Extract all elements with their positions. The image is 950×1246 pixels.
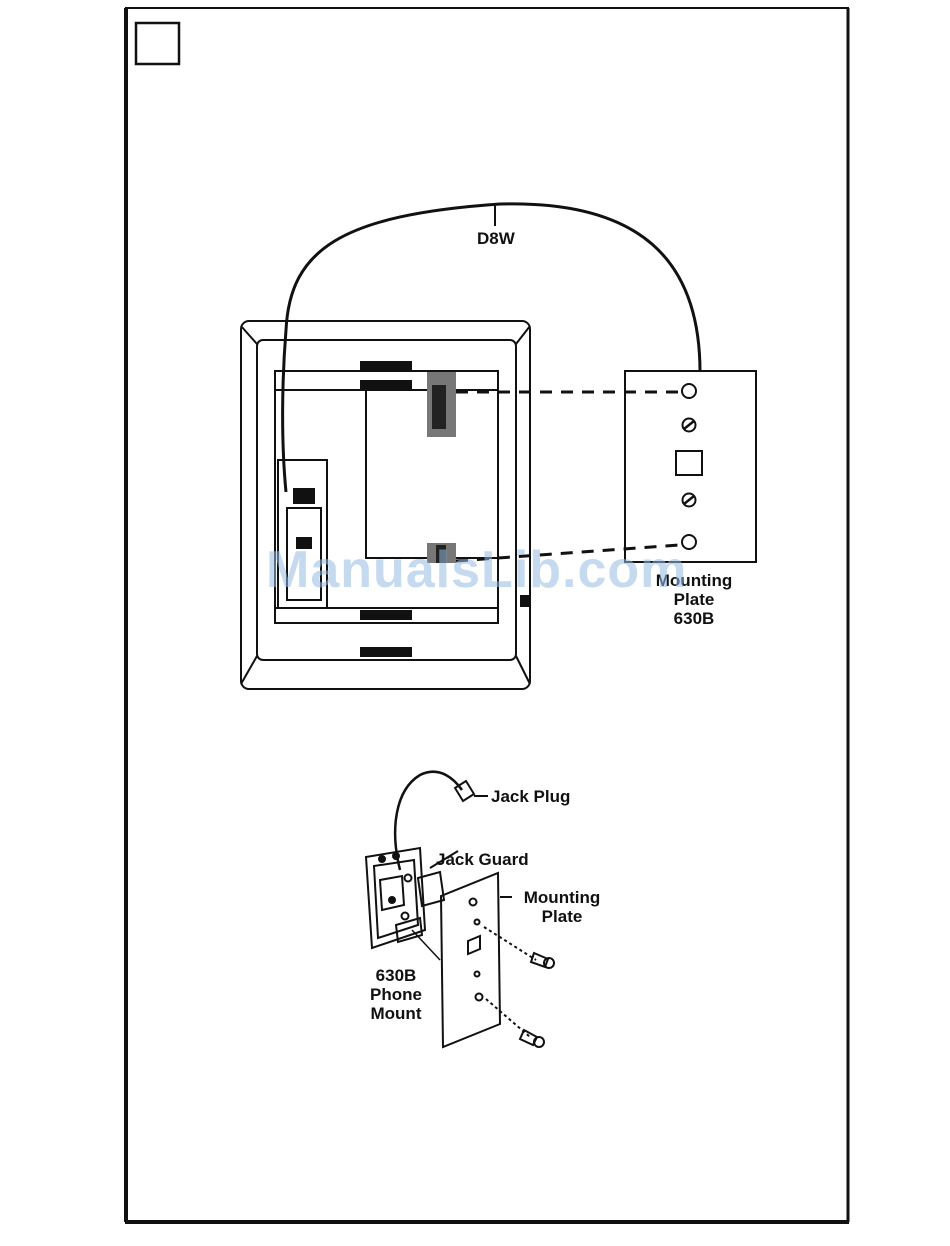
- phone-mount-label-line3: Mount: [362, 1004, 430, 1023]
- page-border: [125, 8, 849, 1222]
- bottom-mounting-plate-label: Mounting Plate: [516, 888, 608, 926]
- jack-plug-label: Jack Plug: [491, 787, 570, 806]
- watermark: ManualsLib.com: [266, 540, 687, 600]
- jack-guard-label: Jack Guard: [436, 850, 529, 869]
- phone-mount-label: 630B Phone Mount: [362, 966, 430, 1023]
- step-number-box: [136, 23, 179, 64]
- mounting-plate-label-line3: 630B: [650, 609, 738, 628]
- cord-label: D8W: [477, 229, 515, 248]
- bottom-mounting-plate-label-line1: Mounting: [516, 888, 608, 907]
- phone-mount-label-line1: 630B: [362, 966, 430, 985]
- phone-mount-label-line2: Phone: [362, 985, 430, 1004]
- bottom-mounting-plate-label-line2: Plate: [516, 907, 608, 926]
- alignment-lines: [456, 392, 680, 561]
- mounting-plate-630b: [625, 371, 756, 562]
